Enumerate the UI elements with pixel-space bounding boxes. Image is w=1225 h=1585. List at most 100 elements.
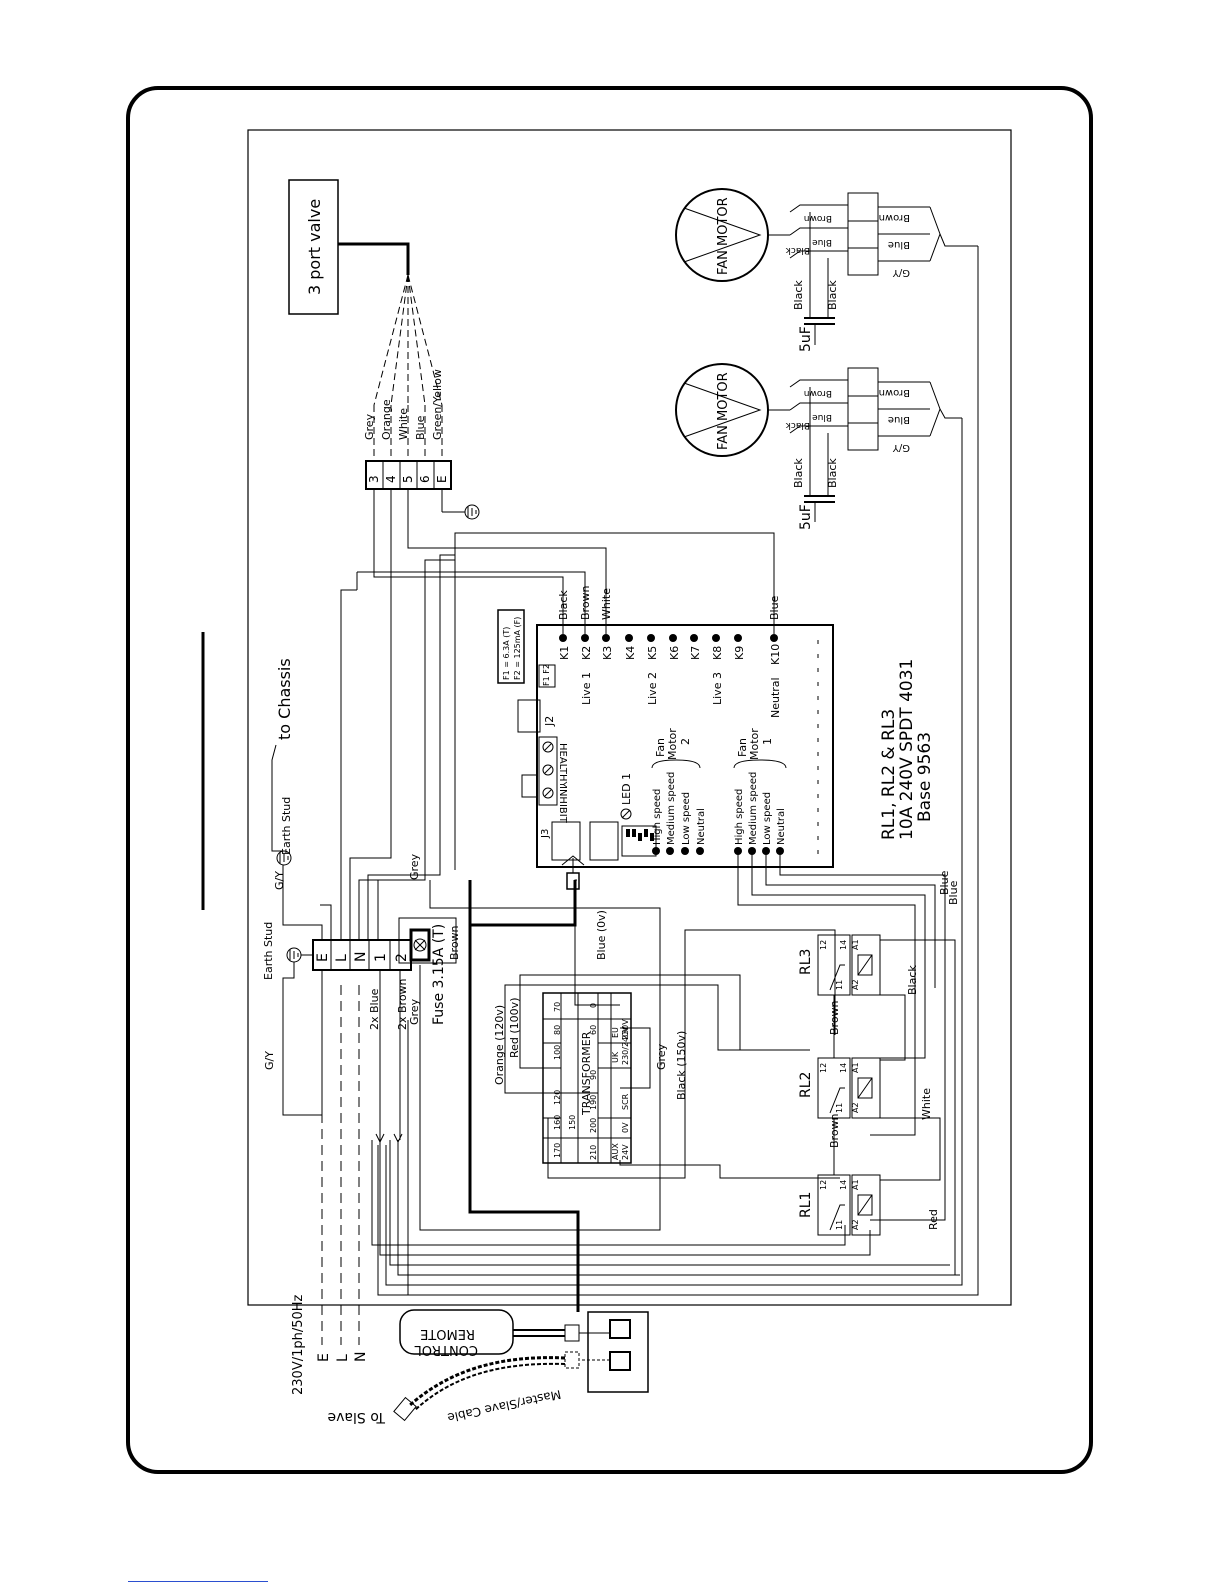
relay-rl3-id: RL3 [798,949,814,975]
relay-spec-line2: 10A 240V SPDT 4031 [897,659,917,840]
svg-text:UK: UK [611,1051,620,1063]
svg-text:Blue: Blue [812,237,832,247]
svg-text:K2: K2 [580,646,593,660]
fan-motor-bottom-wire-black-a: Black [792,458,805,488]
svg-text:80: 80 [553,1025,562,1035]
svg-text:N: N [353,952,369,962]
fan-motor-2-speed-terminals [652,847,704,855]
k-terminal-labels: K1 K2 K3 K4 K5 K6 K7 K8 K9 K10 Live 1 Li… [558,644,782,718]
svg-text:Low speed: Low speed [681,792,692,845]
k-wire-blue: Blue [768,595,781,620]
svg-text:12: 12 [819,1180,828,1190]
fan-motor-top-wire-black-a: Black [792,280,805,310]
svg-text:K4: K4 [624,646,637,660]
svg-text:60: 60 [589,1025,598,1035]
svg-text:J2: J2 [543,716,556,727]
wire-grey: Grey [655,1043,668,1070]
valve-wire-white: White [397,408,410,440]
fuse-icon [409,928,431,962]
pcb-inhibit: INHIBIT [557,786,568,824]
k-wire-white: White [600,588,613,620]
page-border [126,86,1093,1474]
group-live-3: Live 3 [711,672,724,705]
fan-motor-2-label-2: Motor [666,728,679,760]
svg-text:K3: K3 [601,646,614,660]
pcb-j2 [517,699,541,733]
relay-spec-line3: Base 9563 [915,732,935,822]
rj-socket-1 [609,1319,631,1339]
svg-text:190: 190 [589,1095,598,1110]
grey-label-supply: Grey [408,998,421,1025]
svg-text:A1: A1 [851,1062,860,1073]
svg-text:11: 11 [835,980,844,990]
svg-text:F1 = 6.3A (T): F1 = 6.3A (T) [502,627,511,680]
fuse-label: Fuse 3.15A (T) [431,924,447,1025]
rj-socket-2 [609,1351,631,1371]
svg-text:A1: A1 [851,1179,860,1190]
svg-text:14: 14 [839,1180,848,1190]
master-slave-label: Master/Slave Cable [446,1387,562,1425]
svg-text:230/240V: 230/240V [621,1026,630,1065]
wire-black-150v: Black (150v) [675,1031,688,1100]
svg-text:230V: 230V [621,1019,630,1040]
mains-lines [321,985,360,1345]
svg-text:170: 170 [553,1143,562,1158]
svg-text:2: 2 [394,953,410,962]
pcb-dip-switch [621,825,657,857]
pcb-led: LED 1 [620,773,633,805]
remote-label-1: REMOTE [420,1326,475,1341]
three-port-valve [288,179,339,315]
svg-text:6: 6 [418,475,432,483]
gy-label-left: G/Y [263,1051,276,1070]
svg-text:High speed: High speed [652,789,663,845]
wire-red-100v: Red (100v) [508,998,521,1058]
svg-text:G/Y: G/Y [892,442,910,453]
brown-2x-label: 2x Brown [396,978,409,1030]
valve-label: 3 port valve [305,199,324,295]
svg-text:E: E [315,953,331,962]
svg-text:12: 12 [819,1063,828,1073]
svg-text:Medium speed: Medium speed [666,772,677,845]
fan-motor-1-label-1: Fan [736,738,749,757]
earth-stud-chassis-icon [271,744,292,866]
pcb-j3: J3 [540,829,551,839]
group-live-2: Live 2 [646,672,659,705]
mains-label: 230V/1ph/50Hz [291,1294,306,1395]
svg-text:1: 1 [373,953,389,962]
svg-text:K5: K5 [646,646,659,660]
relay-rl3: RL3 12 14 A1 11 A2 Black Brown [798,934,919,1035]
svg-text:11: 11 [835,1103,844,1113]
earth-stud-chassis-label: Earth Stud [280,797,293,855]
remote-connector [566,872,580,890]
earth-stud-label: Earth Stud [262,922,275,980]
valve-wire-greenyellow: Green/Yellow [431,369,444,440]
svg-text:Low speed: Low speed [762,792,773,845]
relay-interconnect-wires [833,939,956,1275]
k-wire-black: Black [557,590,570,620]
supply-terminal-block: E L N 1 2 [312,939,412,971]
speed-to-relay-wires [737,851,946,1221]
svg-text:N: N [353,1352,369,1362]
svg-text:70: 70 [553,1002,562,1012]
chassis-outline [247,129,1012,1306]
valve-wire-labels: Grey Orange White Blue Green/Yellow [363,369,444,440]
k-wire-brown: Brown [579,585,592,620]
svg-text:K8: K8 [711,646,724,660]
pcb-relay-box [551,821,581,861]
svg-text:Blue: Blue [888,239,910,250]
svg-text:A2: A2 [851,1102,860,1113]
led-icon [620,808,632,820]
k-wires [357,489,775,870]
grey-label-top: Grey [408,853,421,880]
remote-control [399,1309,514,1355]
svg-text:F2 = 125mA (F): F2 = 125mA (F) [513,617,522,680]
pcb-fuse-note [497,609,525,684]
svg-text:160: 160 [553,1115,562,1130]
svg-text:Brown: Brown [804,213,832,223]
master-slave-cable [393,1351,610,1422]
relay-spec-line1: RL1, RL2 & RL3 [879,709,899,840]
fan-motor-bottom-wire-black-b: Black [826,458,839,488]
svg-text:K10: K10 [769,644,782,665]
gy-label-top: G/Y [273,871,286,890]
svg-text:G/Y: G/Y [892,267,910,278]
